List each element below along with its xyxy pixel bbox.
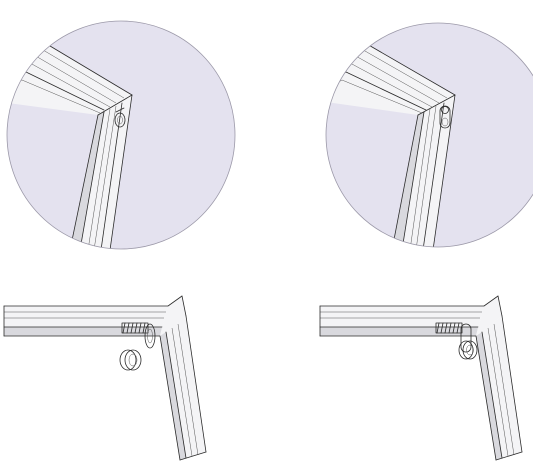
corner-joint-right — [319, 295, 523, 461]
screw-icon — [435, 322, 472, 353]
screw-icon — [439, 105, 451, 129]
screw-icon — [121, 322, 156, 349]
corner-joint-left — [3, 295, 207, 461]
detail-circle-left — [6, 20, 236, 250]
screw-icon — [114, 107, 126, 128]
cap-icon — [119, 349, 142, 371]
frame-corner-profile-right — [326, 39, 456, 247]
detail-circle-right — [325, 22, 533, 248]
cap-icon — [458, 340, 478, 360]
